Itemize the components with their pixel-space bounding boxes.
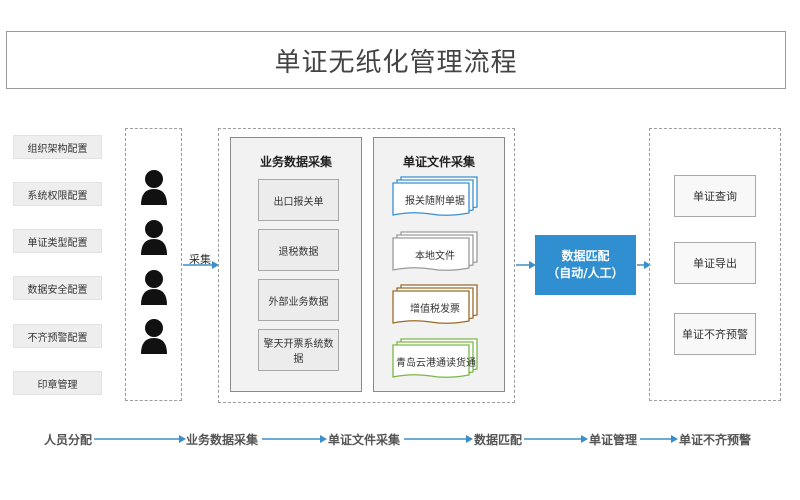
- output-box: [649, 128, 781, 401]
- doc-item-qingdao-port[interactable]: 青岛云港通读货通: [396, 358, 476, 369]
- match-subtitle: （自动/人工）: [547, 266, 624, 280]
- business-item-invoice-system[interactable]: 擎天开票系统数据: [258, 329, 339, 371]
- match-title: 数据匹配: [561, 249, 610, 263]
- collect-arrow: [183, 261, 219, 269]
- stacked-document-icon: [392, 176, 478, 216]
- doc-item-customs-attach[interactable]: 报关随附单据: [405, 196, 465, 207]
- doc-item-local-file[interactable]: 本地文件: [415, 251, 455, 262]
- business-item-tax-refund[interactable]: 退税数据: [258, 229, 339, 271]
- doc-item-vat-invoice[interactable]: 增值税发票: [410, 304, 460, 315]
- flow-arrows: [94, 435, 678, 443]
- config-item-warning[interactable]: 不齐预警配置: [13, 324, 102, 348]
- config-item-doc-type[interactable]: 单证类型配置: [13, 229, 102, 253]
- stage-business-data: 业务数据采集: [186, 433, 259, 447]
- person-icon: [141, 319, 167, 354]
- output-doc-export[interactable]: 单证导出: [674, 242, 756, 284]
- stage-data-match: 数据匹配: [474, 433, 523, 447]
- arrow-to-match: [516, 261, 536, 269]
- output-doc-warning[interactable]: 单证不齐预警: [674, 313, 756, 355]
- config-item-security[interactable]: 数据安全配置: [13, 276, 102, 300]
- person-icon: [141, 170, 167, 205]
- config-item-seal[interactable]: 印章管理: [13, 371, 102, 395]
- business-panel-title: 业务数据采集: [259, 155, 332, 169]
- output-doc-query[interactable]: 单证查询: [674, 175, 756, 217]
- data-match-box[interactable]: 数据匹配 （自动/人工）: [535, 235, 636, 295]
- personnel-box: [125, 128, 182, 401]
- business-item-customs[interactable]: 出口报关单: [258, 179, 339, 221]
- collect-label: 采集: [189, 253, 211, 266]
- stage-doc-warning: 单证不齐预警: [679, 433, 752, 447]
- page-title: 单证无纸化管理流程: [274, 47, 518, 78]
- title-box: 单证无纸化管理流程: [6, 31, 786, 89]
- config-item-permission[interactable]: 系统权限配置: [13, 182, 102, 206]
- person-icon: [141, 270, 167, 305]
- arrow-to-output: [637, 261, 651, 269]
- document-panel-title: 单证文件采集: [402, 155, 475, 169]
- stage-document-collection: 单证文件采集: [328, 433, 401, 447]
- collection-container: [218, 128, 515, 403]
- stacked-document-icon: [392, 338, 478, 378]
- stage-personnel: 人员分配: [44, 433, 93, 447]
- stacked-document-icon: [392, 284, 478, 324]
- person-icon: [141, 220, 167, 255]
- config-item-org[interactable]: 组织架构配置: [13, 135, 102, 159]
- stacked-document-icon: [392, 231, 478, 271]
- stage-doc-management: 单证管理: [589, 433, 638, 447]
- business-item-external[interactable]: 外部业务数据: [258, 279, 339, 321]
